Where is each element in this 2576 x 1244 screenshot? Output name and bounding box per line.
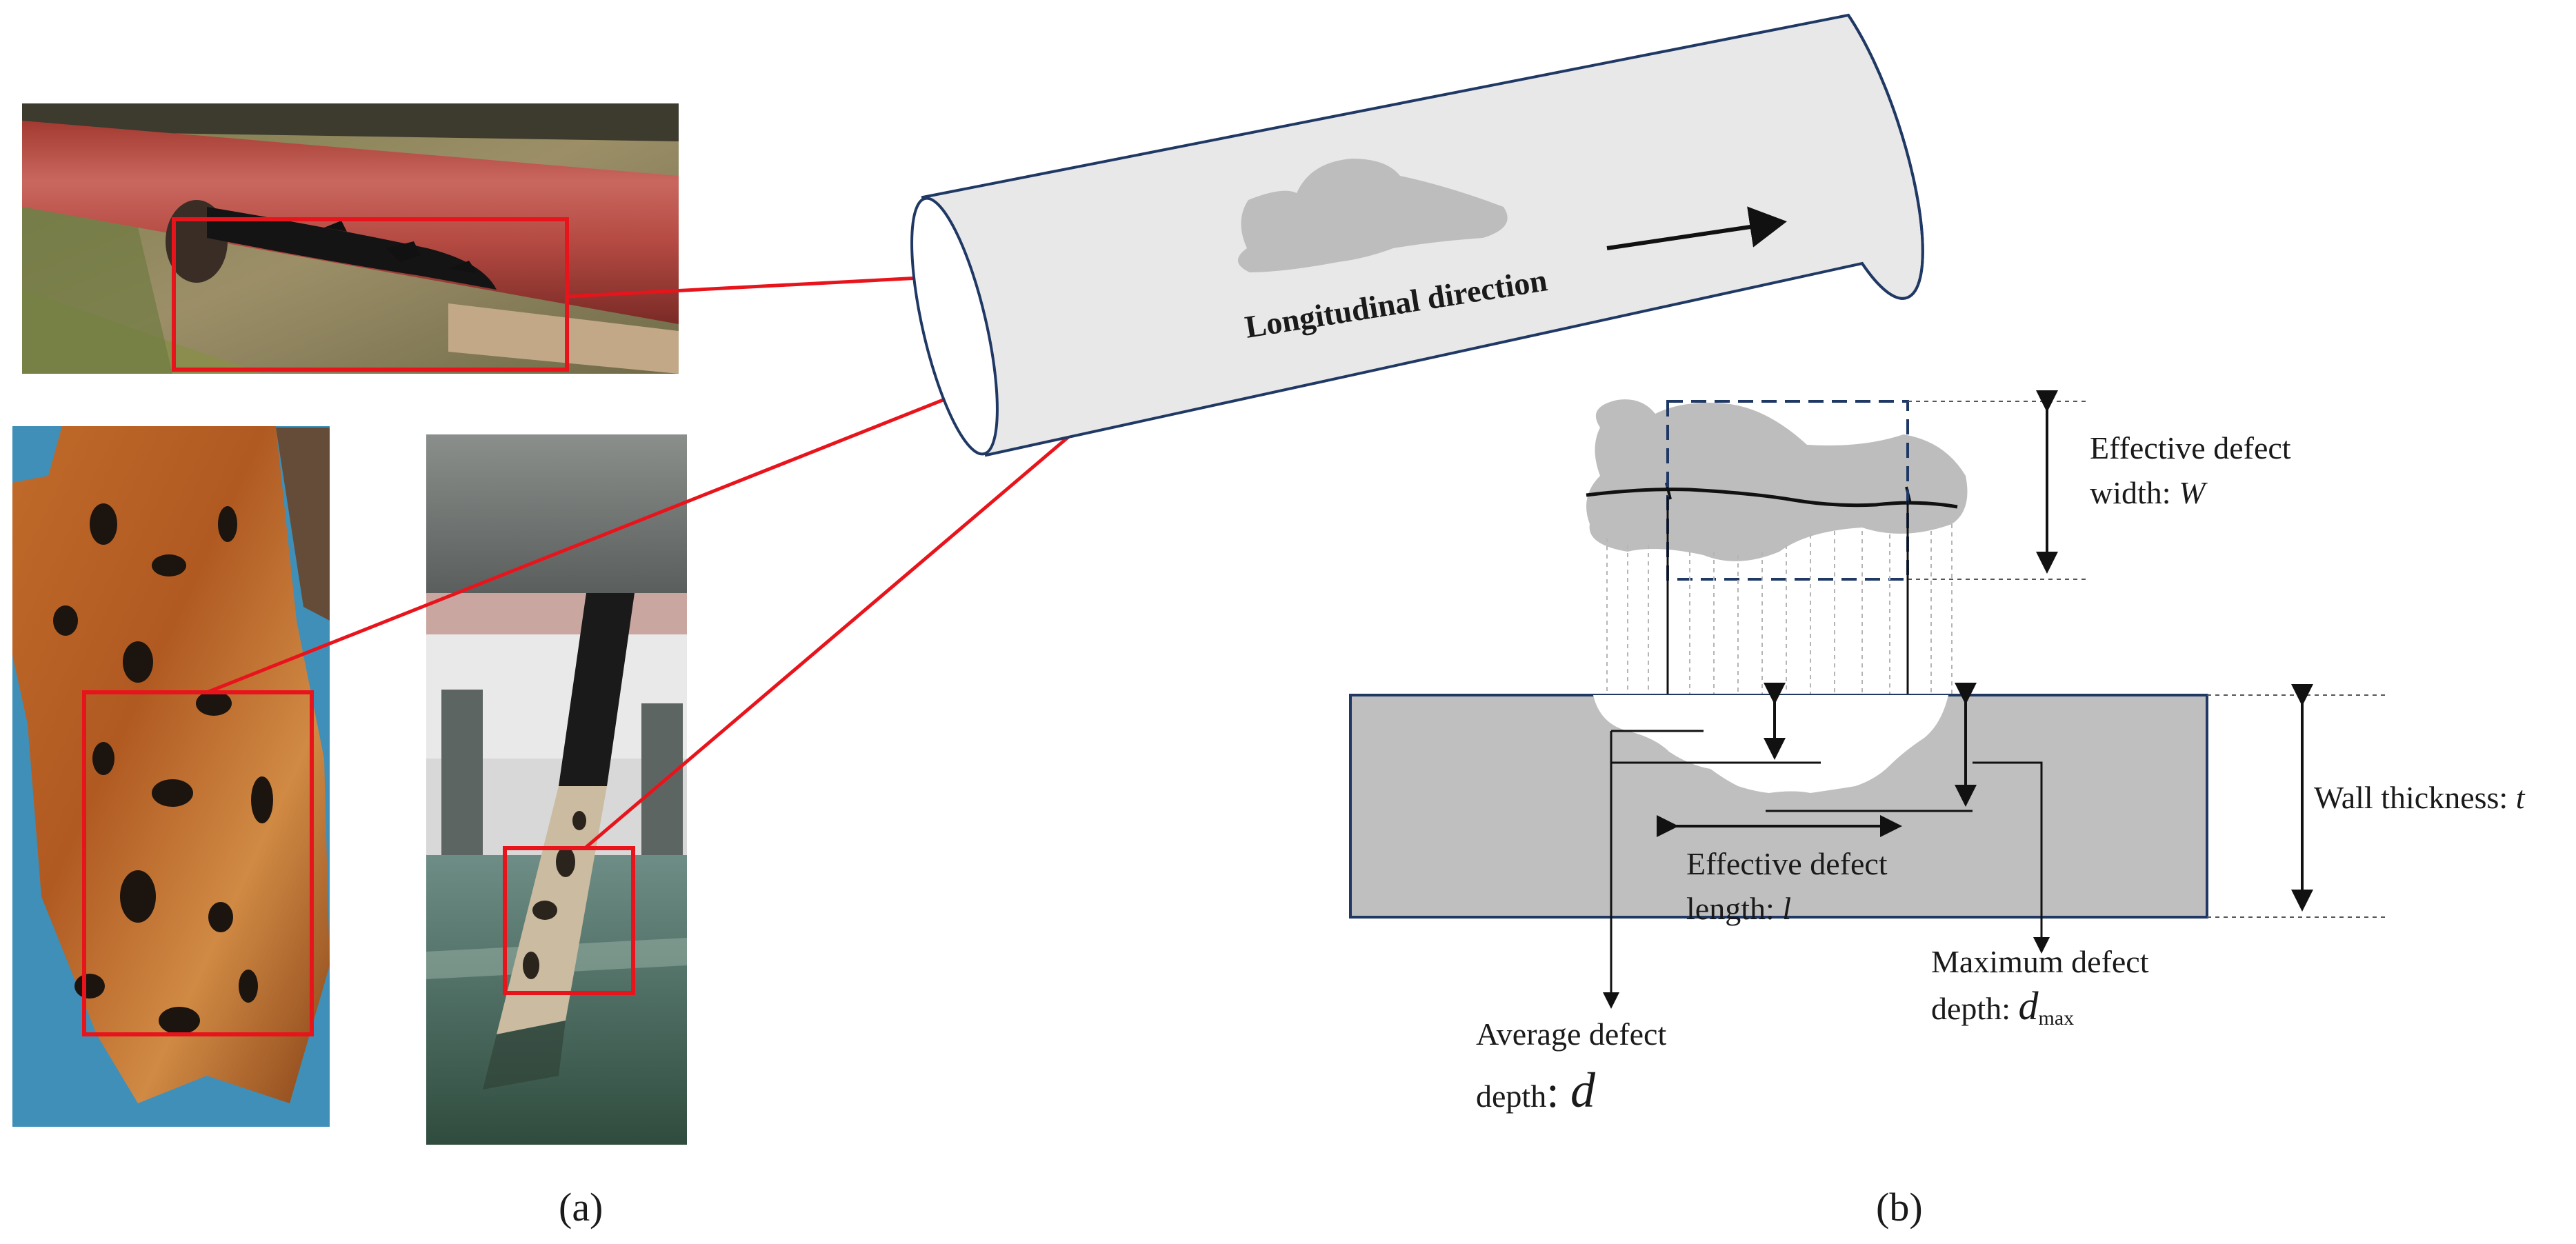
- length-label: Effective defect length: l: [1686, 846, 1895, 926]
- pipe-defect-shape: [1237, 159, 1508, 272]
- effective-dimension-box: [1666, 400, 1909, 581]
- highlight-box-plate: [82, 690, 314, 1036]
- highlight-box-pipeline: [172, 217, 569, 372]
- thickness-label: Wall thickness: t: [2314, 780, 2526, 815]
- highlight-box-pile: [503, 846, 635, 995]
- max-depth-label: Maximum defect depth: dmax: [1931, 944, 2157, 1030]
- max-depth-leader: [1973, 761, 2050, 954]
- photo-pile-in-water: [426, 434, 687, 1145]
- defect-profile-line: [1586, 488, 1958, 509]
- defect-plan-shape: [1586, 399, 1968, 561]
- width-label: Effective defect width: W: [2090, 430, 2299, 510]
- longitudinal-direction-arrow: [1606, 206, 1787, 250]
- average-depth-label: Average defect depth: d: [1476, 1016, 1675, 1118]
- caption-b: (b): [1876, 1185, 1923, 1230]
- photo-red-pipeline: [22, 103, 679, 374]
- photo-rusted-plate: [12, 426, 330, 1127]
- caption-a: (a): [559, 1185, 603, 1230]
